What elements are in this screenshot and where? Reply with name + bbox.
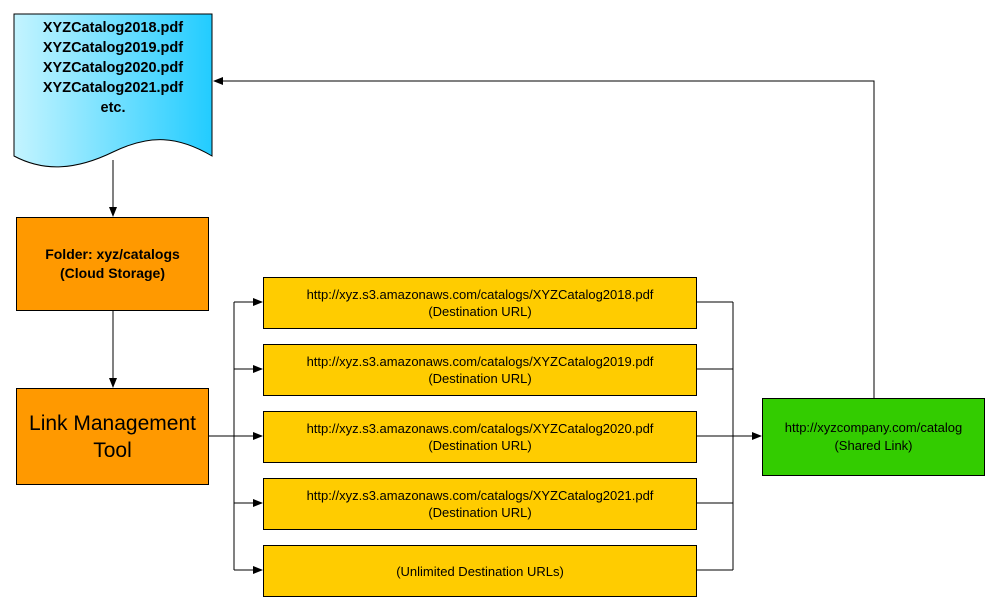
document-file-etc: etc.: [100, 100, 126, 116]
destination-label: (Destination URL): [428, 304, 532, 319]
unlimited-destination-label: (Unlimited Destination URLs): [396, 563, 564, 579]
destination-label: (Destination URL): [428, 371, 532, 386]
arrow-shared-link-to-document: [213, 77, 875, 398]
destination-label: (Destination URL): [428, 505, 532, 520]
shared-link-url: http://xyzcompany.com/catalog: [784, 420, 963, 435]
destination-url: http://xyz.s3.amazonaws.com/catalogs/XYZ…: [306, 421, 654, 436]
document-file-2019: XYZCatalog2019.pdf: [42, 40, 184, 56]
destination-url: http://xyz.s3.amazonaws.com/catalogs/XYZ…: [306, 354, 654, 369]
destination-url-box-2018: http://xyz.s3.amazonaws.com/catalogs/XYZ…: [263, 277, 697, 329]
folder-subtitle: (Cloud Storage): [60, 265, 165, 281]
cloud-storage-folder-box: Folder: xyz/catalogs (Cloud Storage): [16, 217, 209, 311]
shared-link-box: http://xyzcompany.com/catalog (Shared Li…: [762, 398, 985, 476]
destination-url-box-unlimited: (Unlimited Destination URLs): [263, 545, 697, 597]
folder-title: Folder: xyz/catalogs: [45, 246, 180, 262]
document-file-2018: XYZCatalog2018.pdf: [42, 20, 184, 36]
document-shape: [13, 13, 213, 168]
tool-title-line1: Link Management: [29, 411, 196, 435]
destination-url-box-2021: http://xyz.s3.amazonaws.com/catalogs/XYZ…: [263, 478, 697, 530]
shared-link-label: (Shared Link): [834, 438, 913, 453]
destination-url: http://xyz.s3.amazonaws.com/catalogs/XYZ…: [306, 287, 654, 302]
document-file-2021: XYZCatalog2021.pdf: [42, 80, 184, 96]
destination-url-box-2019: http://xyz.s3.amazonaws.com/catalogs/XYZ…: [263, 344, 697, 396]
destination-url-box-2020: http://xyz.s3.amazonaws.com/catalogs/XYZ…: [263, 411, 697, 463]
link-management-tool-box: Link Management Tool: [16, 388, 209, 485]
tool-title-line2: Tool: [93, 438, 132, 462]
destination-label: (Destination URL): [428, 438, 532, 453]
document-file-list: XYZCatalog2018.pdf XYZCatalog2019.pdf XY…: [14, 18, 212, 118]
destination-url: http://xyz.s3.amazonaws.com/catalogs/XYZ…: [306, 488, 654, 503]
document-file-2020: XYZCatalog2020.pdf: [42, 60, 184, 76]
